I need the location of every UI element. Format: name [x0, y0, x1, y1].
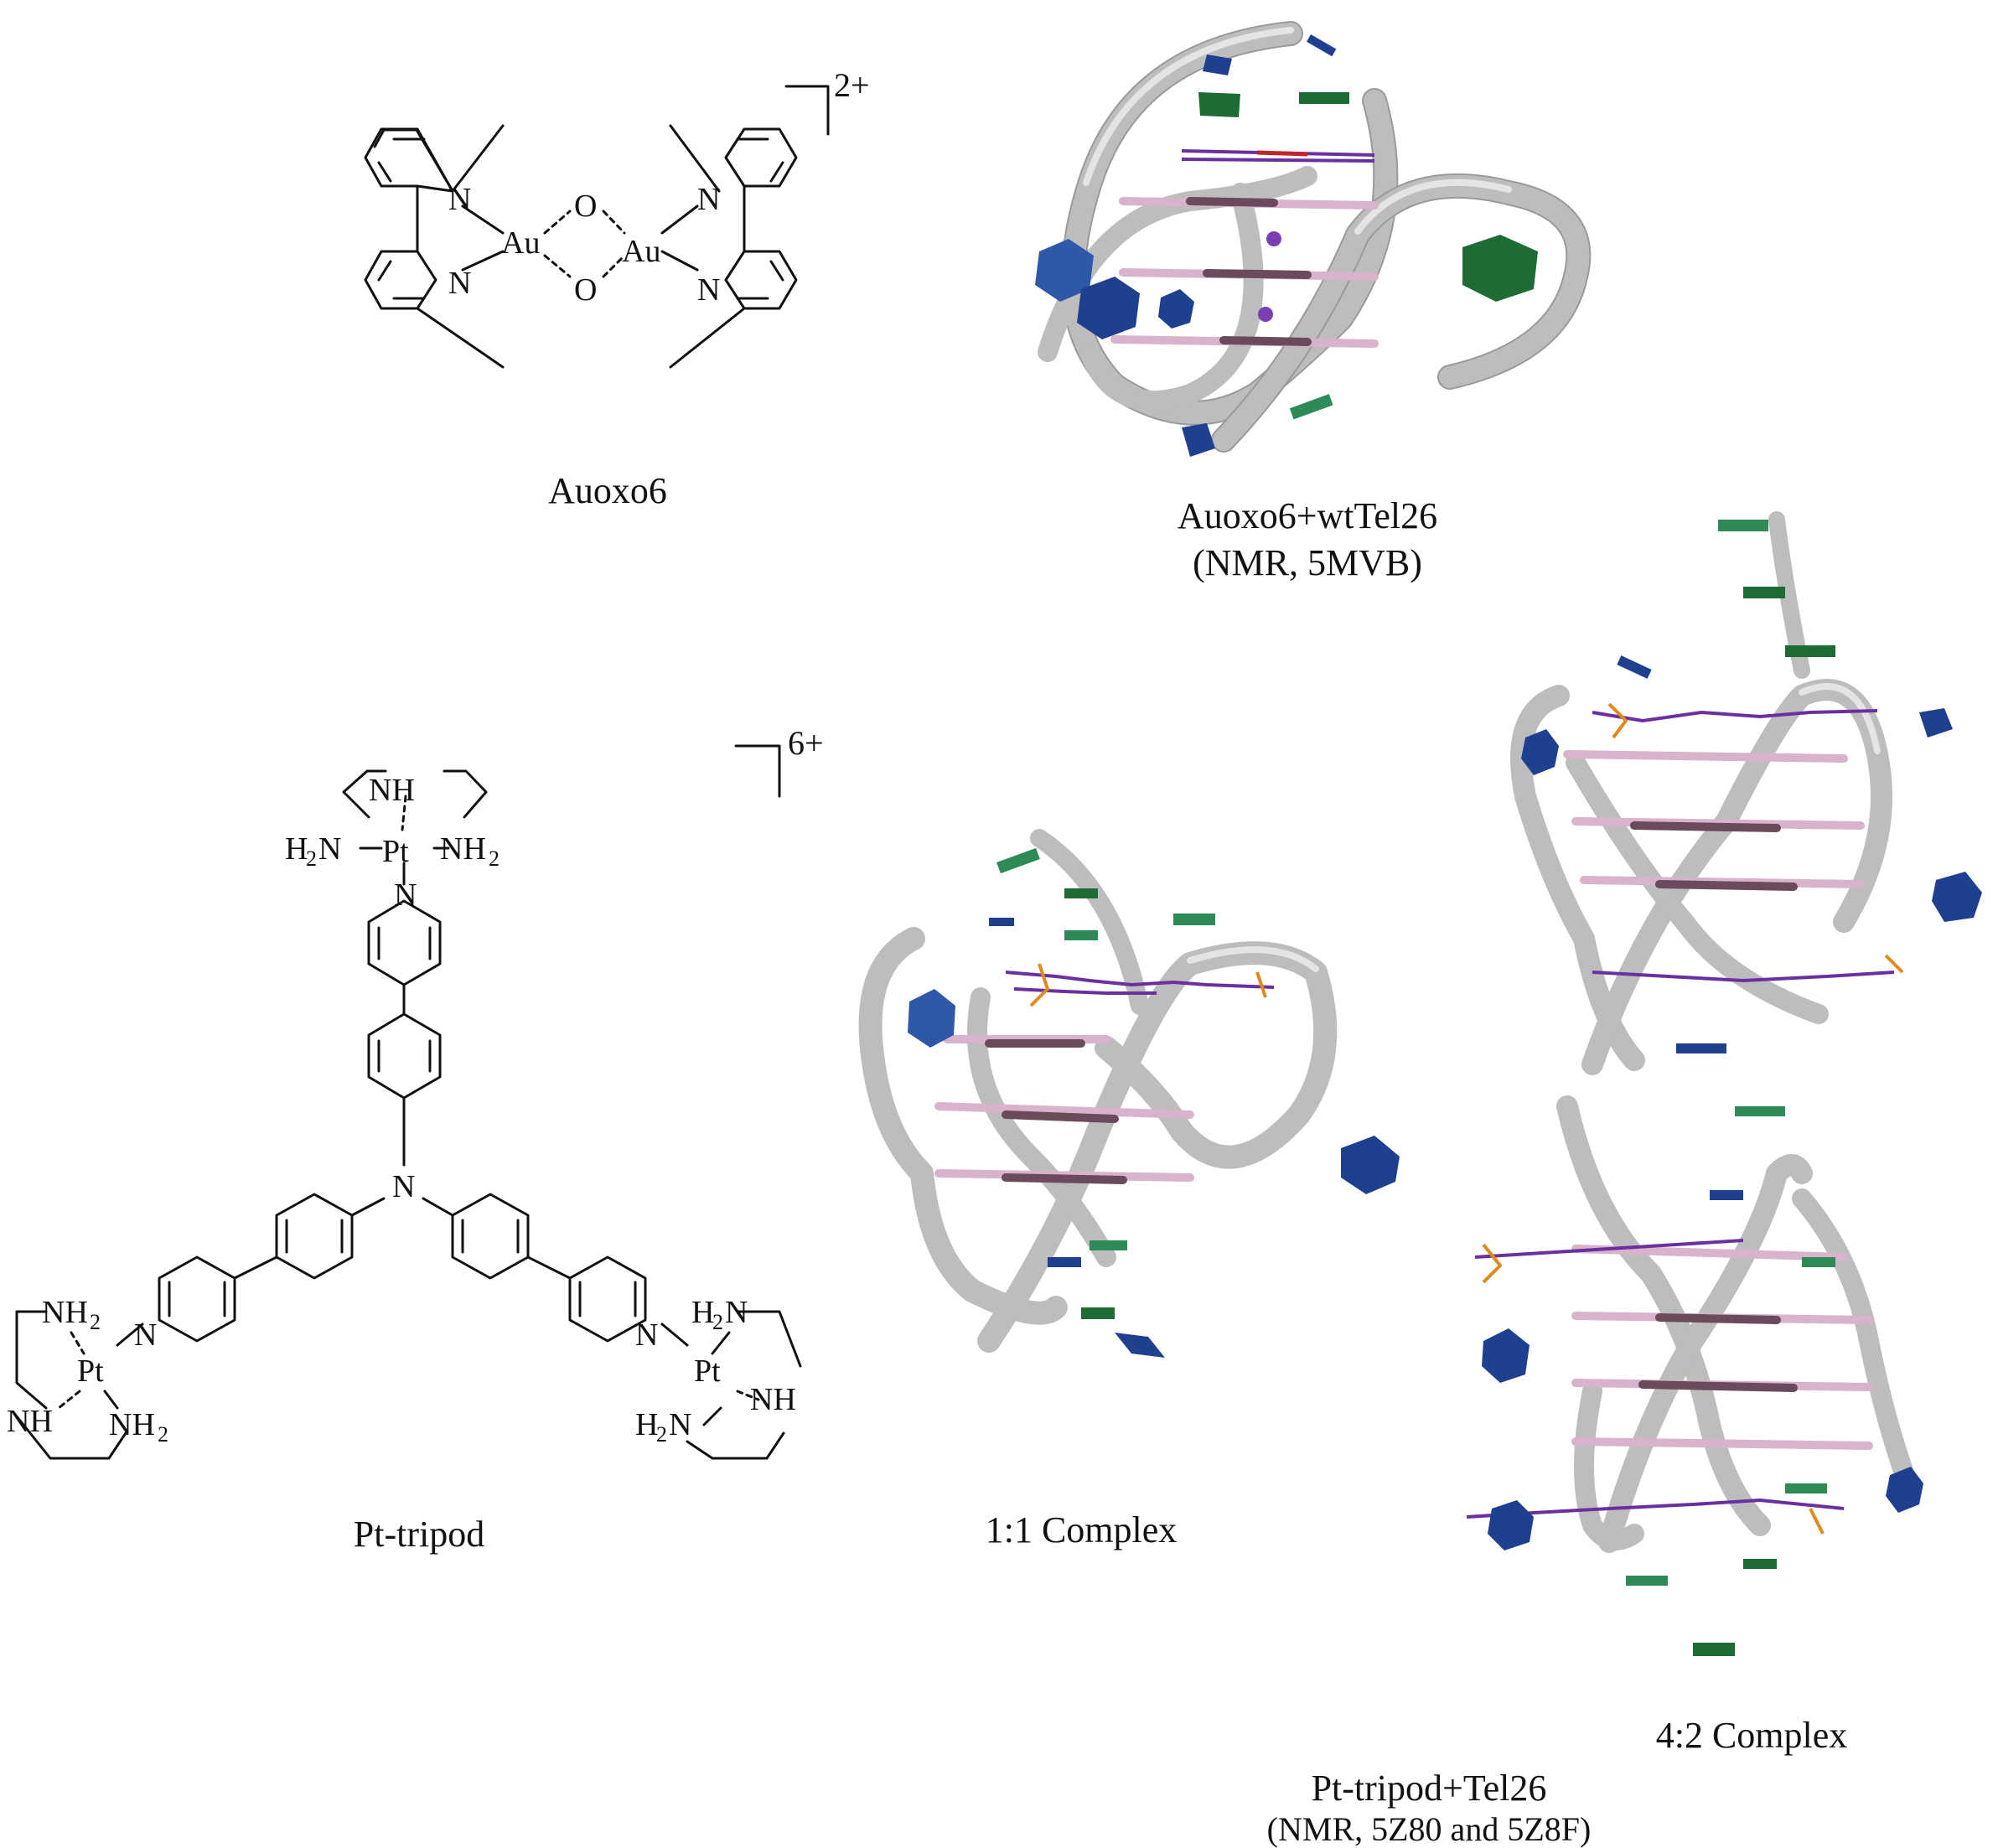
pttripod-charge: 6+ — [788, 724, 824, 762]
pttripod-complex-source: (NMR, 5Z80 and 5Z8F) — [1267, 1810, 1592, 1848]
atom-n: N — [448, 182, 471, 217]
subscript-2: 2 — [306, 846, 317, 871]
atom-pt: Pt — [382, 834, 409, 869]
auoxo6-charge: 2+ — [834, 66, 870, 104]
complex-4-2-model — [1466, 511, 1982, 1656]
subscript-2: 2 — [90, 1310, 101, 1334]
atom-n: N — [725, 1295, 748, 1330]
auoxo6-atom-labels: N N Au O O Au N N 2+ — [448, 66, 870, 308]
atom-n: N — [669, 1407, 691, 1442]
atom-pt: Pt — [694, 1354, 721, 1389]
atom-au: Au — [622, 234, 660, 269]
complex-1-1-caption: 1:1 Complex — [986, 1509, 1178, 1550]
atom-nh2: NH — [109, 1407, 155, 1442]
auoxo6-complex-source: (NMR, 5MVB) — [1193, 542, 1422, 583]
atom-nh2: NH — [440, 831, 486, 867]
auoxo6-wttel26-model — [1035, 21, 1592, 457]
atom-n: N — [448, 266, 471, 301]
subscript-2: 2 — [158, 1422, 168, 1447]
atom-n: N — [394, 877, 417, 913]
auoxo6-complex-title: Auoxo6+wtTel26 — [1178, 495, 1437, 536]
complex-1-1-model — [858, 829, 1400, 1358]
atom-n: N — [697, 272, 720, 308]
atom-nh: NH — [7, 1404, 53, 1439]
subscript-2: 2 — [656, 1422, 667, 1447]
pttripod-complex-title: Pt-tripod+Tel26 — [1312, 1768, 1547, 1809]
atom-au: Au — [501, 225, 540, 261]
atom-nh2: NH — [42, 1295, 88, 1330]
subscript-2: 2 — [712, 1310, 723, 1334]
pttripod-caption: Pt-tripod — [354, 1514, 484, 1555]
atom-pt: Pt — [77, 1354, 104, 1389]
auoxo6-structure — [364, 85, 830, 369]
atom-n: N — [134, 1317, 157, 1353]
subscript-2: 2 — [489, 846, 500, 871]
atom-nh: NH — [750, 1382, 796, 1417]
atom-n: N — [697, 182, 720, 217]
atom-n: N — [318, 831, 341, 867]
atom-nh: NH — [369, 773, 415, 808]
complex-4-2-caption: 4:2 Complex — [1656, 1715, 1848, 1756]
atom-n-center: N — [392, 1169, 415, 1204]
atom-n: N — [635, 1317, 658, 1353]
atom-o: O — [574, 272, 597, 308]
atom-h2n: H — [635, 1407, 658, 1442]
atom-h2n: H — [285, 831, 308, 867]
auoxo6-caption: Auoxo6 — [548, 470, 667, 511]
atom-h2n: H — [691, 1295, 714, 1330]
atom-o: O — [574, 189, 597, 224]
pttripod-atom-labels: NH H 2 N Pt NH 2 N N N NH 2 Pt NH NH 2 N… — [7, 724, 824, 1447]
pttripod-structure — [15, 744, 802, 1460]
